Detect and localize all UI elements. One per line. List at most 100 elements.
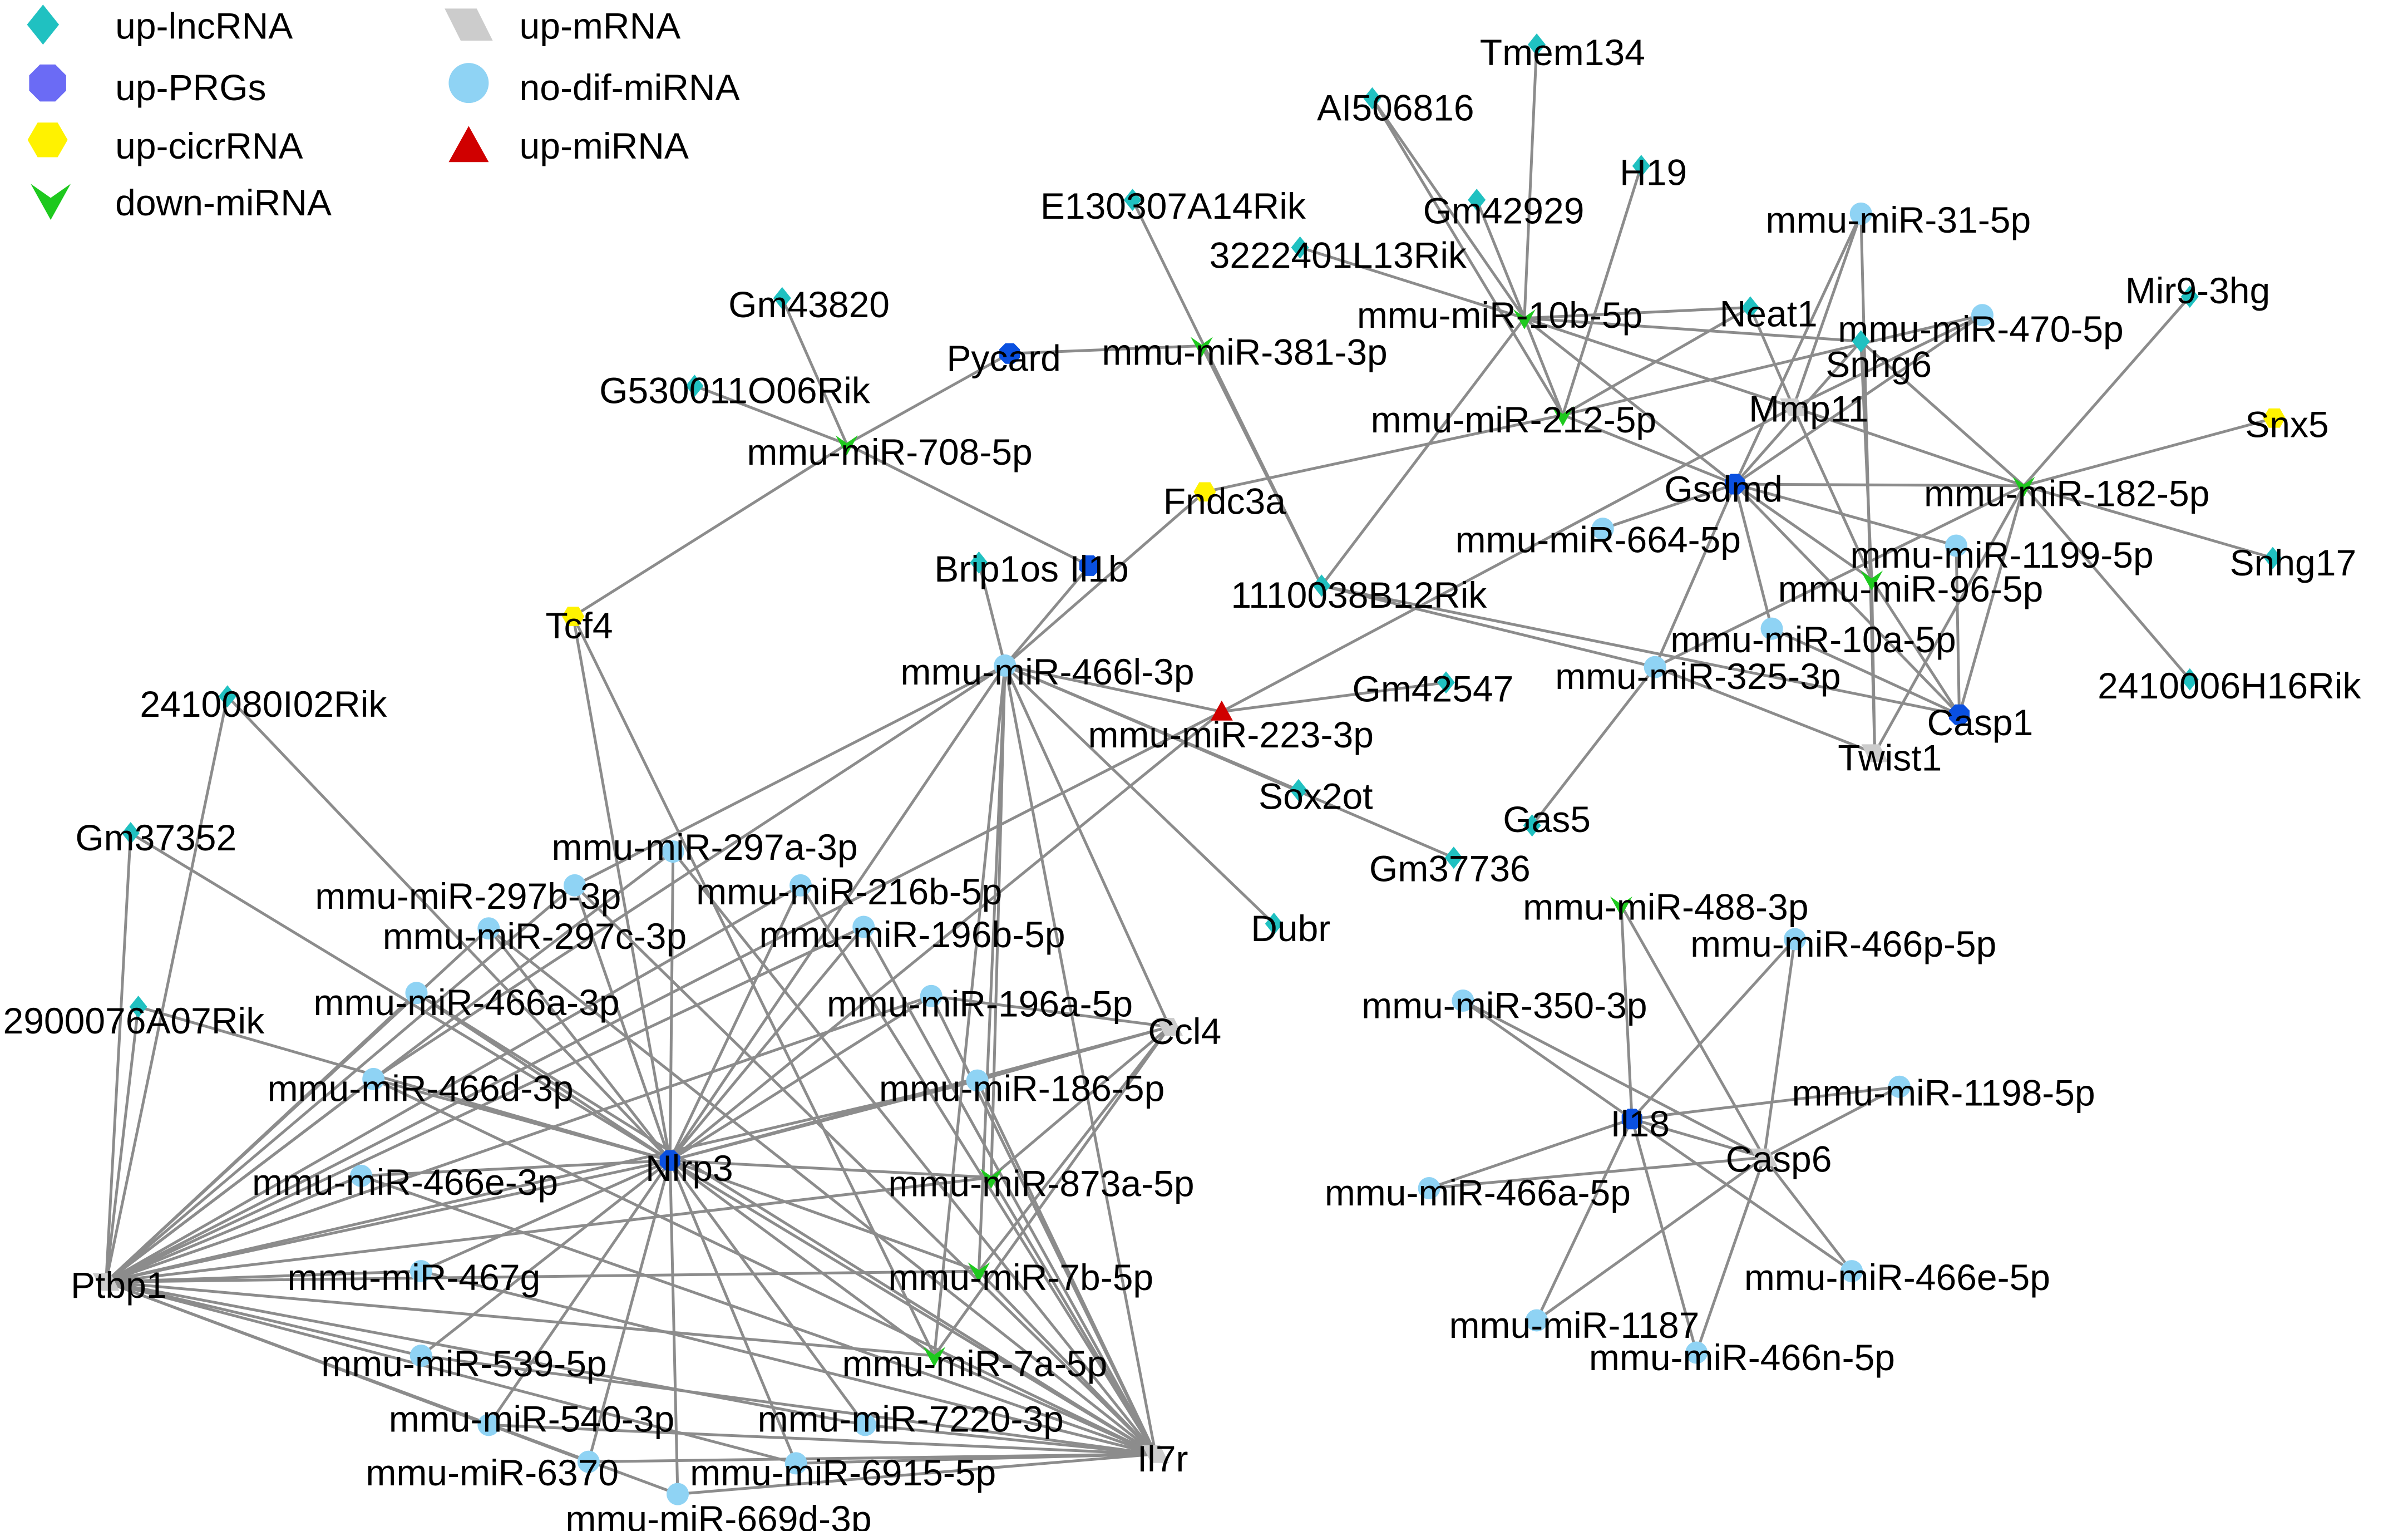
node-mmu-mir-325-3p[interactable]: mmu-miR-325-3p (1555, 656, 1840, 697)
node-gm37736[interactable]: Gm37736 (1369, 846, 1531, 889)
node-casp6[interactable]: Casp6 (1726, 1138, 1832, 1179)
node-3222401l13rik[interactable]: 3222401L13Rik (1210, 234, 1467, 275)
node-mmu-mir-873a-5p[interactable]: mmu-miR-873a-5p (888, 1163, 1194, 1204)
node-label: mmu-miR-669d-3p (565, 1498, 871, 1531)
node-mmu-mir-96-5p[interactable]: mmu-miR-96-5p (1778, 568, 2044, 609)
node-mmu-mir-466l-3p[interactable]: mmu-miR-466l-3p (901, 651, 1195, 692)
node-label: Snx5 (2245, 403, 2328, 445)
node-twist1[interactable]: Twist1 (1838, 737, 1942, 779)
node-g530011o06rik[interactable]: G530011O06Rik (599, 370, 871, 411)
node-mmu-mir-466e-3p[interactable]: mmu-miR-466e-3p (252, 1161, 558, 1203)
node-mmu-mir-540-3p[interactable]: mmu-miR-540-3p (389, 1398, 674, 1439)
node-mmu-mir-297c-3p[interactable]: mmu-miR-297c-3p (383, 915, 687, 957)
node-gm42929[interactable]: Gm42929 (1423, 189, 1585, 231)
circle-icon (667, 1483, 689, 1505)
node-mmu-mir-186-5p[interactable]: mmu-miR-186-5p (879, 1067, 1164, 1109)
node-il1b[interactable]: Il1b (1069, 548, 1128, 589)
node-neat1[interactable]: Neat1 (1720, 293, 1818, 334)
chevron-down-icon (923, 1347, 946, 1367)
node-mmu-mir-664-5p[interactable]: mmu-miR-664-5p (1455, 518, 1741, 560)
edge-mmu-mir-31-5p-twist1 (1859, 213, 1877, 754)
edge-snx5-mmu-mir-182-5p (2023, 416, 2275, 488)
edge-mmu-mir-7b-5p-ptbp1 (106, 1269, 979, 1283)
node-label: mmu-miR-297a-3p (552, 826, 858, 868)
node-mmu-mir-1198-5p[interactable]: mmu-miR-1198-5p (1792, 1072, 2095, 1114)
node-sox2ot[interactable]: Sox2ot (1259, 776, 1373, 817)
node-ai506816[interactable]: AI506816 (1317, 87, 1474, 128)
node-snhg6[interactable]: Snhg6 (1825, 330, 1932, 385)
node-mmu-mir-708-5p[interactable]: mmu-miR-708-5p (747, 431, 1032, 472)
node-brip1os[interactable]: Brip1os (934, 548, 1059, 589)
node-gas5[interactable]: Gas5 (1503, 799, 1591, 840)
node-h19[interactable]: H19 (1620, 151, 1687, 193)
node-2900076a07rik[interactable]: 2900076A07Rik (3, 996, 265, 1041)
node-il7r[interactable]: Il7r (1137, 1438, 1188, 1479)
node-mmu-mir-31-5p[interactable]: mmu-miR-31-5p (1765, 199, 2031, 240)
node-mmu-mir-7220-3p[interactable]: mmu-miR-7220-3p (758, 1398, 1064, 1439)
node-gsdmd[interactable]: Gsdmd (1664, 468, 1783, 509)
node-mmp11[interactable]: Mmp11 (1749, 388, 1868, 430)
node-mmu-mir-1187[interactable]: mmu-miR-1187 (1449, 1304, 1700, 1346)
edge-mmu-mir-196b-5p-il7r (862, 926, 1157, 1455)
node-mmu-mir-466e-5p[interactable]: mmu-miR-466e-5p (1744, 1257, 2050, 1298)
node-mmu-mir-196b-5p[interactable]: mmu-miR-196b-5p (759, 914, 1065, 955)
node-mmu-mir-6370[interactable]: mmu-miR-6370 (366, 1450, 619, 1493)
node-fndc3a[interactable]: Fndc3a (1163, 480, 1286, 521)
node-ccl4[interactable]: Ccl4 (1148, 1011, 1221, 1052)
circle-icon (448, 63, 489, 104)
node-tmem134[interactable]: Tmem134 (1480, 32, 1645, 73)
node-mmu-mir-466a-5p[interactable]: mmu-miR-466a-5p (1325, 1172, 1631, 1213)
node-mmu-mir-7a-5p[interactable]: mmu-miR-7a-5p (842, 1343, 1108, 1384)
node-pycard[interactable]: Pycard (946, 337, 1060, 378)
node-mmu-mir-1199-5p[interactable]: mmu-miR-1199-5p (1850, 534, 2153, 575)
node-mmu-mir-297b-3p[interactable]: mmu-miR-297b-3p (315, 874, 621, 917)
node-label: Neat1 (1720, 293, 1818, 334)
node-mmu-mir-297a-3p[interactable]: mmu-miR-297a-3p (552, 826, 858, 868)
node-mmu-mir-223-3p[interactable]: mmu-miR-223-3p (1088, 700, 1374, 755)
node-e130307a14rik[interactable]: E130307A14Rik (1040, 185, 1306, 227)
node-mmu-mir-182-5p[interactable]: mmu-miR-182-5p (1924, 473, 2209, 514)
node-mmu-mir-10b-5p[interactable]: mmu-miR-10b-5p (1357, 294, 1642, 336)
node-mmu-mir-669d-3p[interactable]: mmu-miR-669d-3p (565, 1483, 872, 1531)
node-2410006h16rik[interactable]: 2410006H16Rik (2098, 665, 2361, 706)
node-mmu-mir-6915-5p[interactable]: mmu-miR-6915-5p (690, 1452, 996, 1493)
node-snx5[interactable]: Snx5 (2245, 403, 2328, 445)
node-mmu-mir-196a-5p[interactable]: mmu-miR-196a-5p (827, 983, 1133, 1025)
node-mmu-mir-381-3p[interactable]: mmu-miR-381-3p (1102, 331, 1387, 372)
node-snhg17[interactable]: Snhg17 (2230, 542, 2357, 583)
node-ptbp1[interactable]: Ptbp1 (71, 1264, 166, 1306)
node-label: mmu-miR-466a-5p (1325, 1172, 1631, 1213)
edge-gsdmd-mmu-mir-1199-5p (1734, 483, 1957, 547)
node-mmu-mir-466a-3p[interactable]: mmu-miR-466a-3p (313, 982, 619, 1023)
node-tcf4[interactable]: Tcf4 (545, 605, 613, 646)
node-mmu-mir-466d-3p[interactable]: mmu-miR-466d-3p (268, 1067, 574, 1109)
node-mmu-mir-470-5p[interactable]: mmu-miR-470-5p (1838, 304, 2124, 349)
node-mmu-mir-212-5p[interactable]: mmu-miR-212-5p (1371, 399, 1656, 440)
node-mmu-mir-466p-5p[interactable]: mmu-miR-466p-5p (1690, 923, 1996, 964)
node-gm42547[interactable]: Gm42547 (1353, 668, 1514, 709)
node-gm43820[interactable]: Gm43820 (728, 284, 890, 325)
octagon-icon (999, 343, 1020, 364)
node-mmu-mir-7b-5p[interactable]: mmu-miR-7b-5p (888, 1257, 1153, 1298)
edge-mmu-mir-350-3p-casp6 (1462, 999, 1765, 1159)
node-mmu-mir-467g[interactable]: mmu-miR-467g (287, 1257, 540, 1298)
node-gm37352[interactable]: Gm37352 (75, 817, 236, 858)
node-casp1[interactable]: Casp1 (1927, 702, 2034, 743)
node-1110038b12rik[interactable]: 1110038B12Rik (1231, 574, 1487, 616)
node-mmu-mir-10a-5p[interactable]: mmu-miR-10a-5p (1670, 617, 1956, 660)
node-il18[interactable]: Il18 (1611, 1103, 1670, 1144)
node-nlrp3[interactable]: Nlrp3 (645, 1148, 733, 1189)
node-mmu-mir-350-3p[interactable]: mmu-miR-350-3p (1361, 984, 1647, 1026)
node-mmu-mir-466n-5p[interactable]: mmu-miR-466n-5p (1589, 1337, 1895, 1378)
node-dubr[interactable]: Dubr (1251, 908, 1330, 949)
node-label: mmu-miR-196b-5p (759, 914, 1065, 955)
node-mmu-mir-216b-5p[interactable]: mmu-miR-216b-5p (696, 871, 1002, 912)
node-label: mmu-miR-1187 (1449, 1304, 1700, 1346)
node-2410080i02rik[interactable]: 2410080I02Rik (140, 683, 387, 725)
node-mmu-mir-488-3p[interactable]: mmu-miR-488-3p (1523, 887, 1808, 928)
legend-label: up-cicrRNA (115, 125, 303, 166)
node-mir9-3hg[interactable]: Mir9-3hg (2125, 270, 2270, 311)
circle-icon (662, 840, 684, 863)
circle-icon (1525, 1309, 1548, 1332)
node-mmu-mir-539-5p[interactable]: mmu-miR-539-5p (321, 1343, 606, 1384)
